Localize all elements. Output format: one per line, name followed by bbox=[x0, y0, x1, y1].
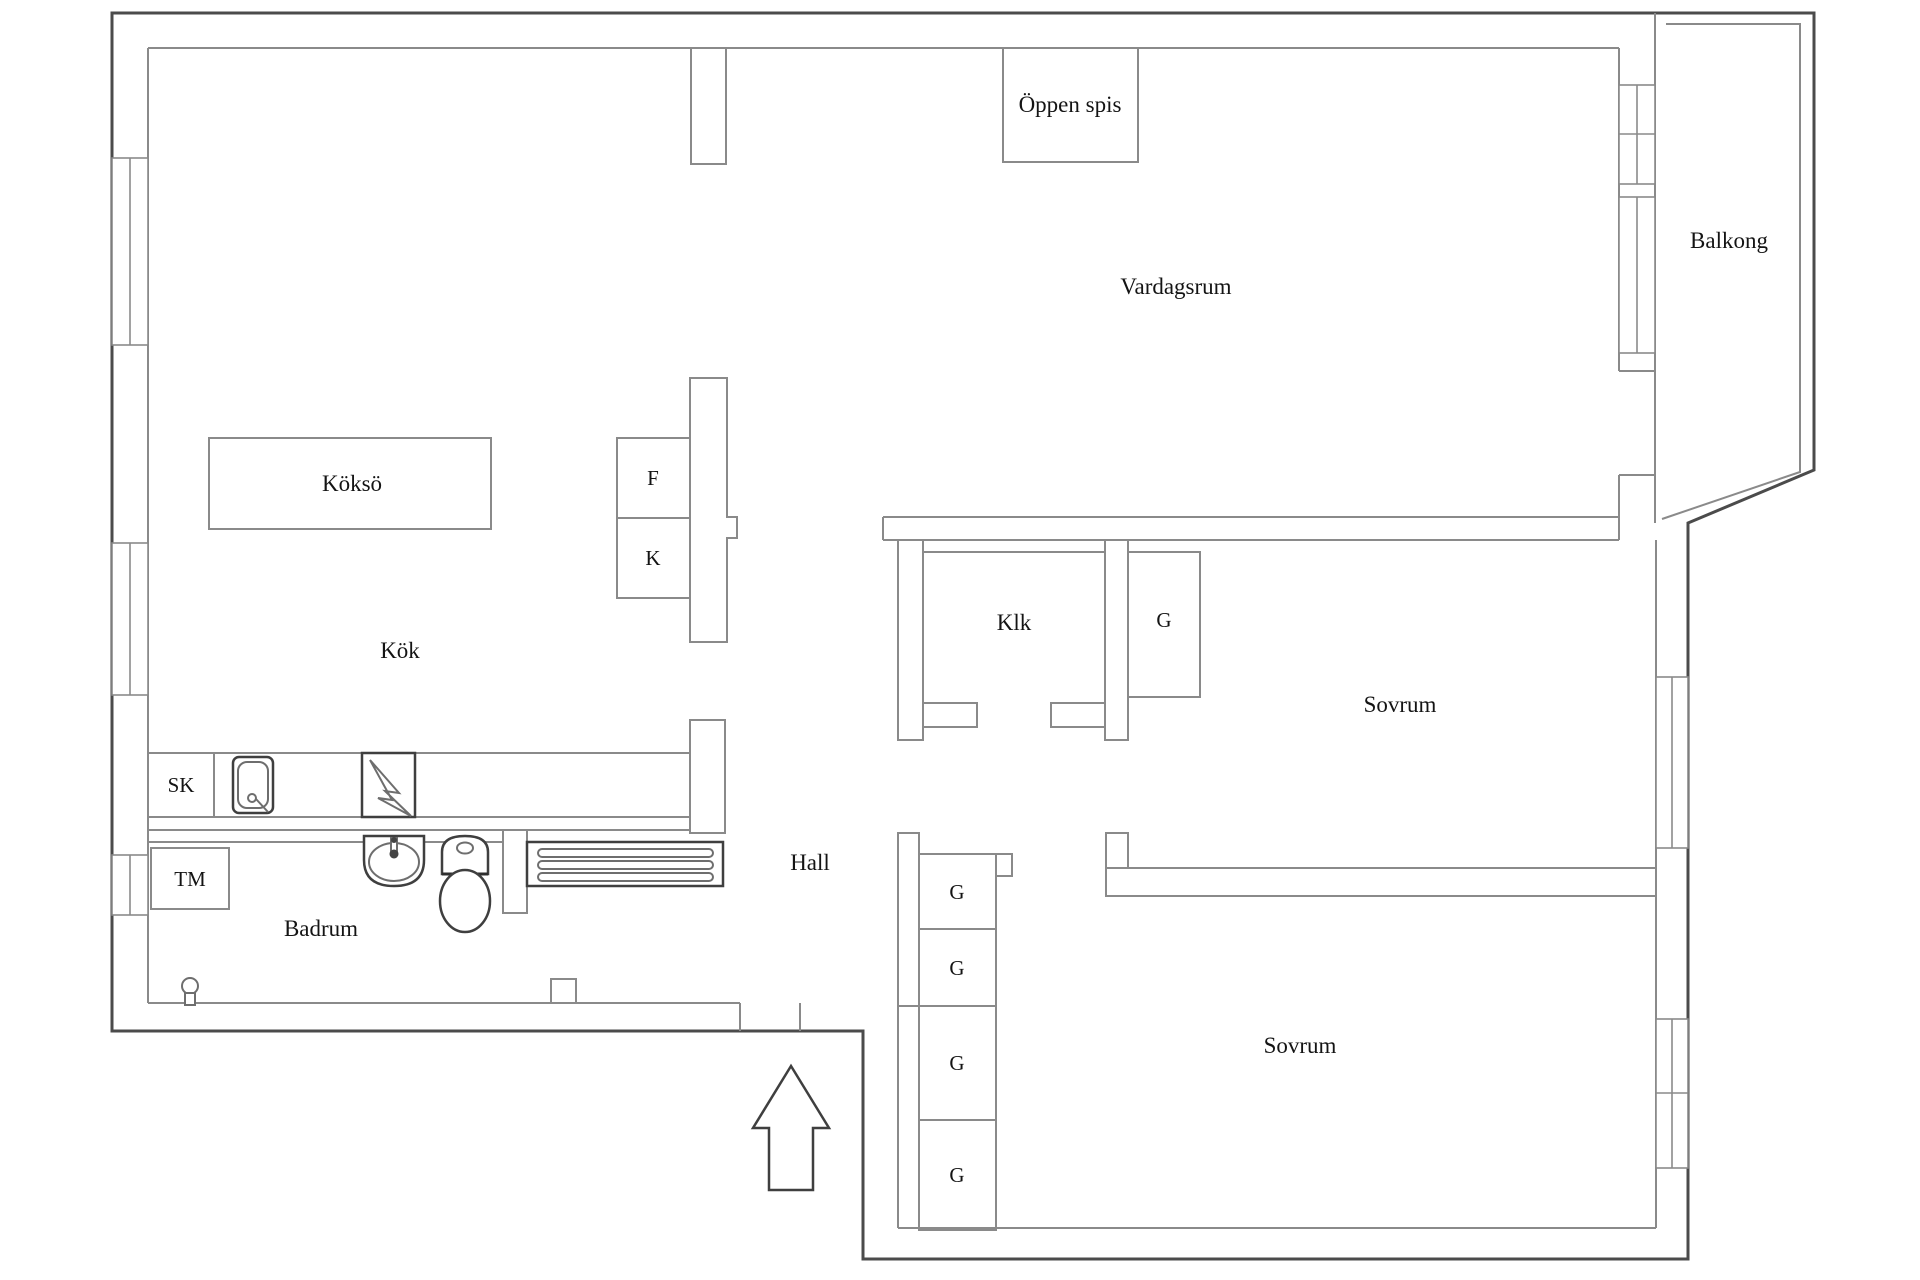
toilet-icon bbox=[438, 834, 492, 934]
window-left-2 bbox=[111, 542, 149, 696]
wardrobe-column bbox=[918, 853, 997, 1231]
freezer-label: K bbox=[645, 546, 660, 570]
wardrobe-g4-label: G bbox=[949, 1163, 964, 1187]
window-livingroom-1 bbox=[1618, 84, 1656, 185]
window-bedroom-1 bbox=[1655, 676, 1689, 849]
wardrobe-column-tab bbox=[995, 853, 1013, 877]
wardrobe-g3-label: G bbox=[949, 1051, 964, 1075]
kitchen-sink-icon bbox=[231, 755, 275, 815]
window-bedroom-2 bbox=[1655, 1018, 1689, 1169]
room-label-sovrum-2: Sovrum bbox=[1264, 1033, 1337, 1058]
fridge-label: F bbox=[647, 466, 659, 490]
windows bbox=[111, 84, 1689, 1169]
wardrobe-g1-label: G bbox=[949, 880, 964, 904]
room-label-klk: Klk bbox=[997, 610, 1032, 635]
balcony bbox=[1654, 13, 1801, 523]
washing-machine-label: TM bbox=[174, 867, 206, 891]
hall-grille-icon bbox=[525, 840, 725, 888]
washbasin-icon bbox=[362, 834, 426, 888]
room-label-hall: Hall bbox=[790, 850, 830, 875]
freezer-box bbox=[616, 517, 691, 599]
wall-stub-top bbox=[690, 48, 727, 165]
wardrobes: G G G G G bbox=[918, 551, 1201, 1231]
room-label-kok: Kök bbox=[380, 638, 420, 663]
washing-machine-box bbox=[150, 847, 230, 910]
radiator-valve-icon bbox=[181, 977, 199, 1006]
wardrobe-g2-label: G bbox=[949, 956, 964, 980]
entrance-arrow-icon bbox=[750, 1063, 832, 1192]
bathroom-wall-stub bbox=[502, 829, 528, 914]
room-label-badrum: Badrum bbox=[284, 916, 358, 941]
fireplace-box bbox=[1002, 47, 1139, 163]
klk-left-foot bbox=[922, 702, 978, 728]
kitchen-counter: SK bbox=[147, 751, 691, 819]
room-label-vardagsrum: Vardagsrum bbox=[1120, 274, 1231, 299]
wall-between-bedrooms-stub bbox=[1105, 832, 1129, 869]
outer-boundary bbox=[110, 11, 1816, 1261]
interior-walls bbox=[147, 47, 1657, 1229]
hall-floor-step bbox=[550, 978, 577, 1004]
window-livingroom-2 bbox=[1618, 196, 1656, 354]
bathroom: TM Badrum bbox=[150, 834, 492, 1006]
kitchen-island-box bbox=[208, 437, 492, 530]
klk-left-wall bbox=[897, 539, 924, 741]
balcony-inner-outline bbox=[1661, 23, 1801, 520]
klk-right-foot bbox=[1050, 702, 1106, 728]
cleaning-cabinet-label: SK bbox=[168, 773, 195, 797]
cleaning-cabinet-box bbox=[147, 752, 215, 818]
wall-between-bedrooms bbox=[1105, 867, 1657, 897]
klk-right-wall bbox=[1104, 539, 1129, 741]
hall-right-wall bbox=[897, 832, 920, 1007]
wall-kitchen-hall-lower bbox=[689, 719, 726, 834]
window-left-1 bbox=[111, 157, 149, 346]
fireplace-label: Öppen spis bbox=[1019, 92, 1122, 117]
fridge-box bbox=[616, 437, 691, 519]
window-left-3 bbox=[111, 854, 149, 916]
wardrobe-klk-side bbox=[1127, 551, 1201, 698]
room-label-balkong: Balkong bbox=[1690, 228, 1768, 253]
wardrobe-klk-side-label: G bbox=[1156, 608, 1171, 632]
kitchen-island-label: Köksö bbox=[322, 471, 382, 496]
wall-central bbox=[689, 377, 738, 643]
room-label-sovrum-1: Sovrum bbox=[1364, 692, 1437, 717]
stove-icon bbox=[360, 751, 417, 819]
